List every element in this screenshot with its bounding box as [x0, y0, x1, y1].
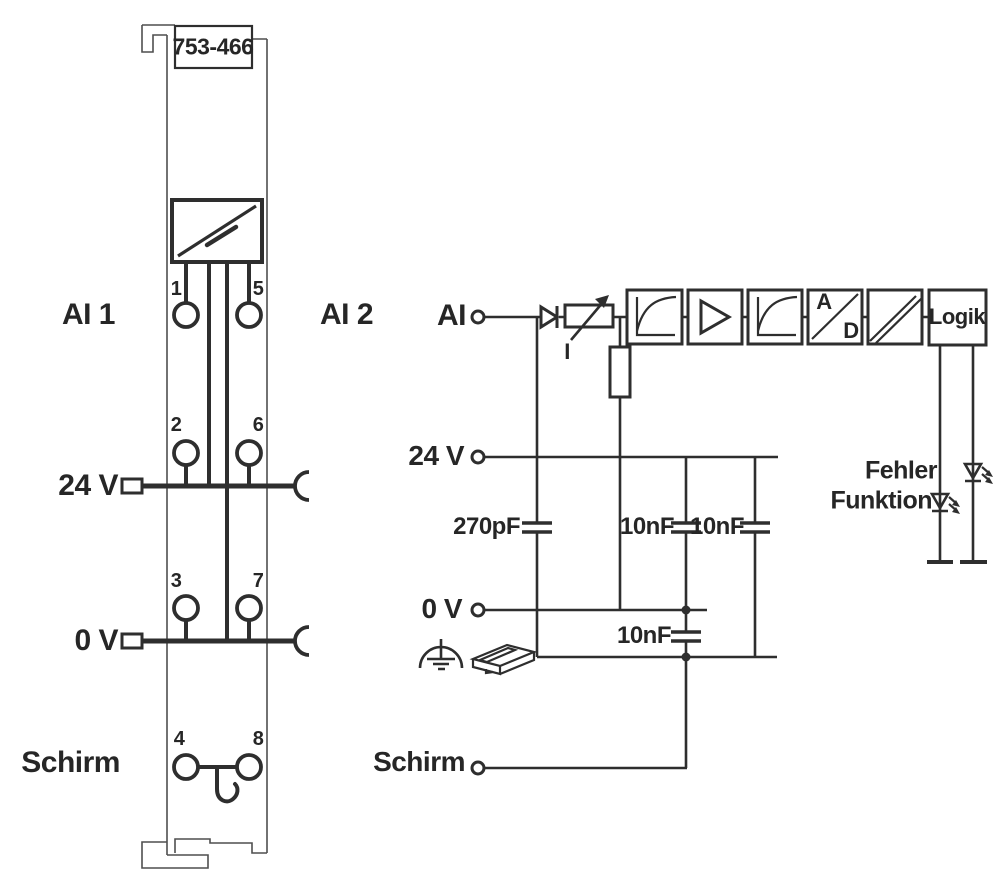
socket-arc-icon: [293, 625, 310, 657]
terminal-3-label: 3: [170, 570, 182, 592]
channel-ai1-label: AI 1: [61, 298, 116, 331]
module-0v-label: 0 V: [74, 624, 118, 657]
capacitor-10nf-3-icon: [671, 630, 701, 643]
ad-a-label: A: [816, 289, 832, 314]
circuit-24v-label: 24 V: [408, 440, 464, 471]
logic-block: [927, 288, 988, 347]
cap-270pf-label: 270pF: [453, 513, 520, 540]
amplifier-icon: [699, 298, 733, 336]
cap-10nf-1-label: 10nF: [619, 513, 675, 540]
capacitor-10nf-2-icon: [740, 521, 770, 534]
amplifier-block: [686, 288, 744, 346]
circuit-schirm-label: Schirm: [373, 746, 465, 777]
terminal-6-label: 6: [252, 414, 264, 436]
internal-wires: [184, 262, 251, 639]
led-funktion-icon: [929, 492, 960, 514]
ad-converter-icon: [811, 293, 859, 340]
terminal-7-label: 7: [252, 570, 264, 592]
isolation-amplifier-icon: [170, 198, 264, 264]
drain-wire-hook-icon: [215, 767, 240, 804]
channel-ai2-label: AI 2: [320, 298, 374, 331]
fehler-label: Fehler: [864, 456, 938, 485]
junction-dots: [681, 605, 691, 662]
filter-block-1: [625, 288, 684, 346]
0v-input-terminal: [470, 602, 486, 618]
terminal-2: [172, 439, 200, 467]
terminal-6: [235, 439, 263, 467]
terminal-4: [172, 753, 200, 781]
module-0v-rail: [120, 625, 310, 657]
terminal-1: [172, 301, 200, 329]
socket-arc-icon: [293, 470, 310, 502]
circuit-ai-label: AI: [437, 299, 467, 332]
module-outline: [141, 24, 268, 869]
galvanic-isolation-icon: [869, 295, 923, 344]
functional-earth-icon: [418, 639, 464, 671]
schirm-input-terminal: [470, 760, 486, 776]
filter-block-2: [746, 288, 804, 346]
part-number-box: [173, 24, 254, 70]
filter-curve-icon: [756, 295, 798, 337]
ai-input-terminal: [470, 309, 486, 325]
terminal-5: [235, 301, 263, 329]
variable-resistor-icon: [563, 295, 615, 341]
clamp-terminal-icon: [120, 632, 144, 650]
logik-label: Logik: [928, 304, 986, 329]
funktion-label: Funktion: [830, 486, 932, 515]
clamp-terminal-icon: [120, 477, 144, 495]
module-24v-rail: [120, 470, 310, 502]
ad-d-label: D: [843, 318, 859, 343]
din-rail-icon: [469, 643, 538, 676]
module-24v-label: 24 V: [58, 469, 118, 502]
ad-converter-block: [806, 288, 864, 346]
capacitor-270pf-icon: [522, 521, 552, 534]
terminal-7: [235, 594, 263, 622]
terminal-1-label: 1: [170, 278, 182, 300]
terminal-circles: [172, 301, 263, 781]
filter-curve-icon: [635, 295, 677, 337]
terminal-5-label: 5: [252, 278, 264, 300]
terminal-8: [235, 753, 263, 781]
terminal-3: [172, 594, 200, 622]
part-number-label: 753-466: [172, 33, 254, 60]
24v-input-terminal: [470, 449, 486, 465]
shield-bridge: [198, 765, 240, 804]
terminal-2-label: 2: [170, 414, 182, 436]
cap-10nf-2-label: 10nF: [689, 513, 745, 540]
terminal-8-label: 8: [252, 728, 264, 750]
terminal-4-label: 4: [173, 728, 185, 750]
isolation-block: [866, 288, 924, 346]
current-i-label: I: [564, 339, 570, 364]
resistor-icon: [608, 345, 632, 399]
circuit-0v-label: 0 V: [421, 593, 462, 624]
led-fehler-icon: [962, 462, 993, 484]
diode-icon: [539, 304, 560, 330]
cap-10nf-3-label: 10nF: [616, 622, 672, 649]
module-schirm-label: Schirm: [21, 746, 120, 779]
capacitor-10nf-1-icon: [671, 521, 701, 534]
circuit-wiring: [484, 315, 987, 770]
